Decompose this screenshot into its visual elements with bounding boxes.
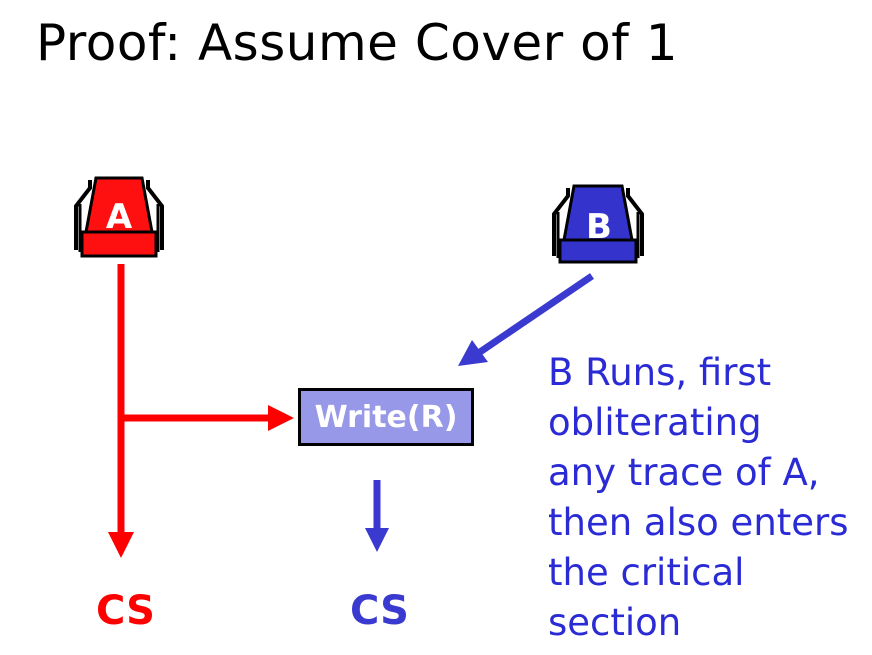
process-a-label: A — [106, 197, 133, 237]
process-b-label: B — [586, 207, 612, 247]
slide-title: Proof: Assume Cover of 1 — [36, 14, 679, 72]
description-line: the critical — [548, 551, 745, 594]
write-register-box: Write(R) — [298, 388, 474, 446]
critical-section-a-label: CS — [96, 588, 155, 634]
arrow-a-to-write — [121, 405, 294, 431]
critical-section-b-label: CS — [350, 588, 409, 634]
arrow-b-to-write — [458, 273, 594, 366]
description-text: B Runs, first obliterating any trace of … — [548, 348, 868, 648]
arrow-write-to-cs — [365, 480, 389, 552]
process-a-icon: A — [74, 176, 164, 258]
description-line: section — [548, 601, 682, 644]
description-line: obliterating — [548, 401, 762, 444]
arrow-a-to-cs — [108, 264, 134, 558]
description-line: B Runs, first — [548, 351, 772, 394]
description-line: then also enters — [548, 501, 849, 544]
process-b-icon: B — [552, 184, 644, 264]
description-line: any trace of A, — [548, 451, 820, 494]
